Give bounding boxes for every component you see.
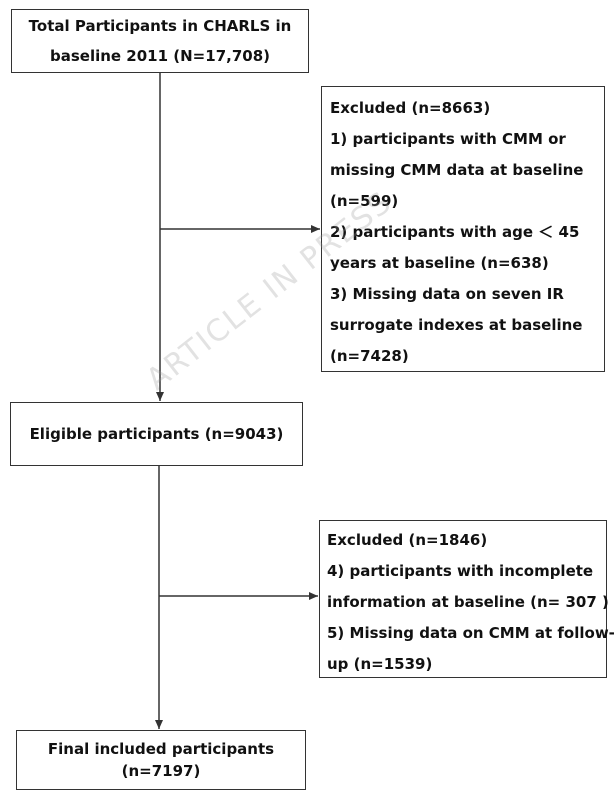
total-participants-box: Total Participants in CHARLS in baseline… [11, 9, 309, 73]
excluded1-line-2: 1) participants with CMM or [330, 130, 566, 148]
eligible-participants-box: Eligible participants (n=9043) [10, 402, 303, 466]
excluded1-line-6: years at baseline (n=638) [330, 254, 549, 272]
excluded1-line-5: 2) participants with age ＜ 45 [330, 223, 580, 241]
excluded2-line-5: up (n=1539) [327, 655, 433, 673]
excluded1-line-1: Excluded (n=8663) [330, 99, 491, 117]
excluded1-line-9: (n=7428) [330, 347, 409, 365]
excluded1-line-3: missing CMM data at baseline [330, 161, 584, 179]
final-participants-box: Final included participants (n=7197) [16, 730, 306, 790]
excluded1-line-7: 3) Missing data on seven IR [330, 285, 564, 303]
excluded1-line-4: (n=599) [330, 192, 399, 210]
excluded2-line-2: 4) participants with incomplete [327, 562, 594, 580]
total-line-2: baseline 2011 (N=17,708) [49, 47, 270, 65]
final-line-1: Final included participants [47, 740, 275, 758]
eligible-line-1: Eligible participants (n=9043) [29, 425, 284, 443]
excluded2-line-1: Excluded (n=1846) [327, 531, 488, 549]
total-line-1: Total Participants in CHARLS in [28, 17, 292, 35]
excluded2-line-4: 5) Missing data on CMM at follow- [327, 624, 614, 642]
excluded1-line-8: surrogate indexes at baseline [330, 316, 583, 334]
final-line-2: (n=7197) [121, 762, 201, 780]
excluded-box-2: Excluded (n=1846) 4) participants with i… [319, 520, 614, 678]
excluded-box-1: Excluded (n=8663) 1) participants with C… [321, 86, 605, 372]
excluded2-line-3: information at baseline (n= 307 ) [327, 593, 609, 611]
